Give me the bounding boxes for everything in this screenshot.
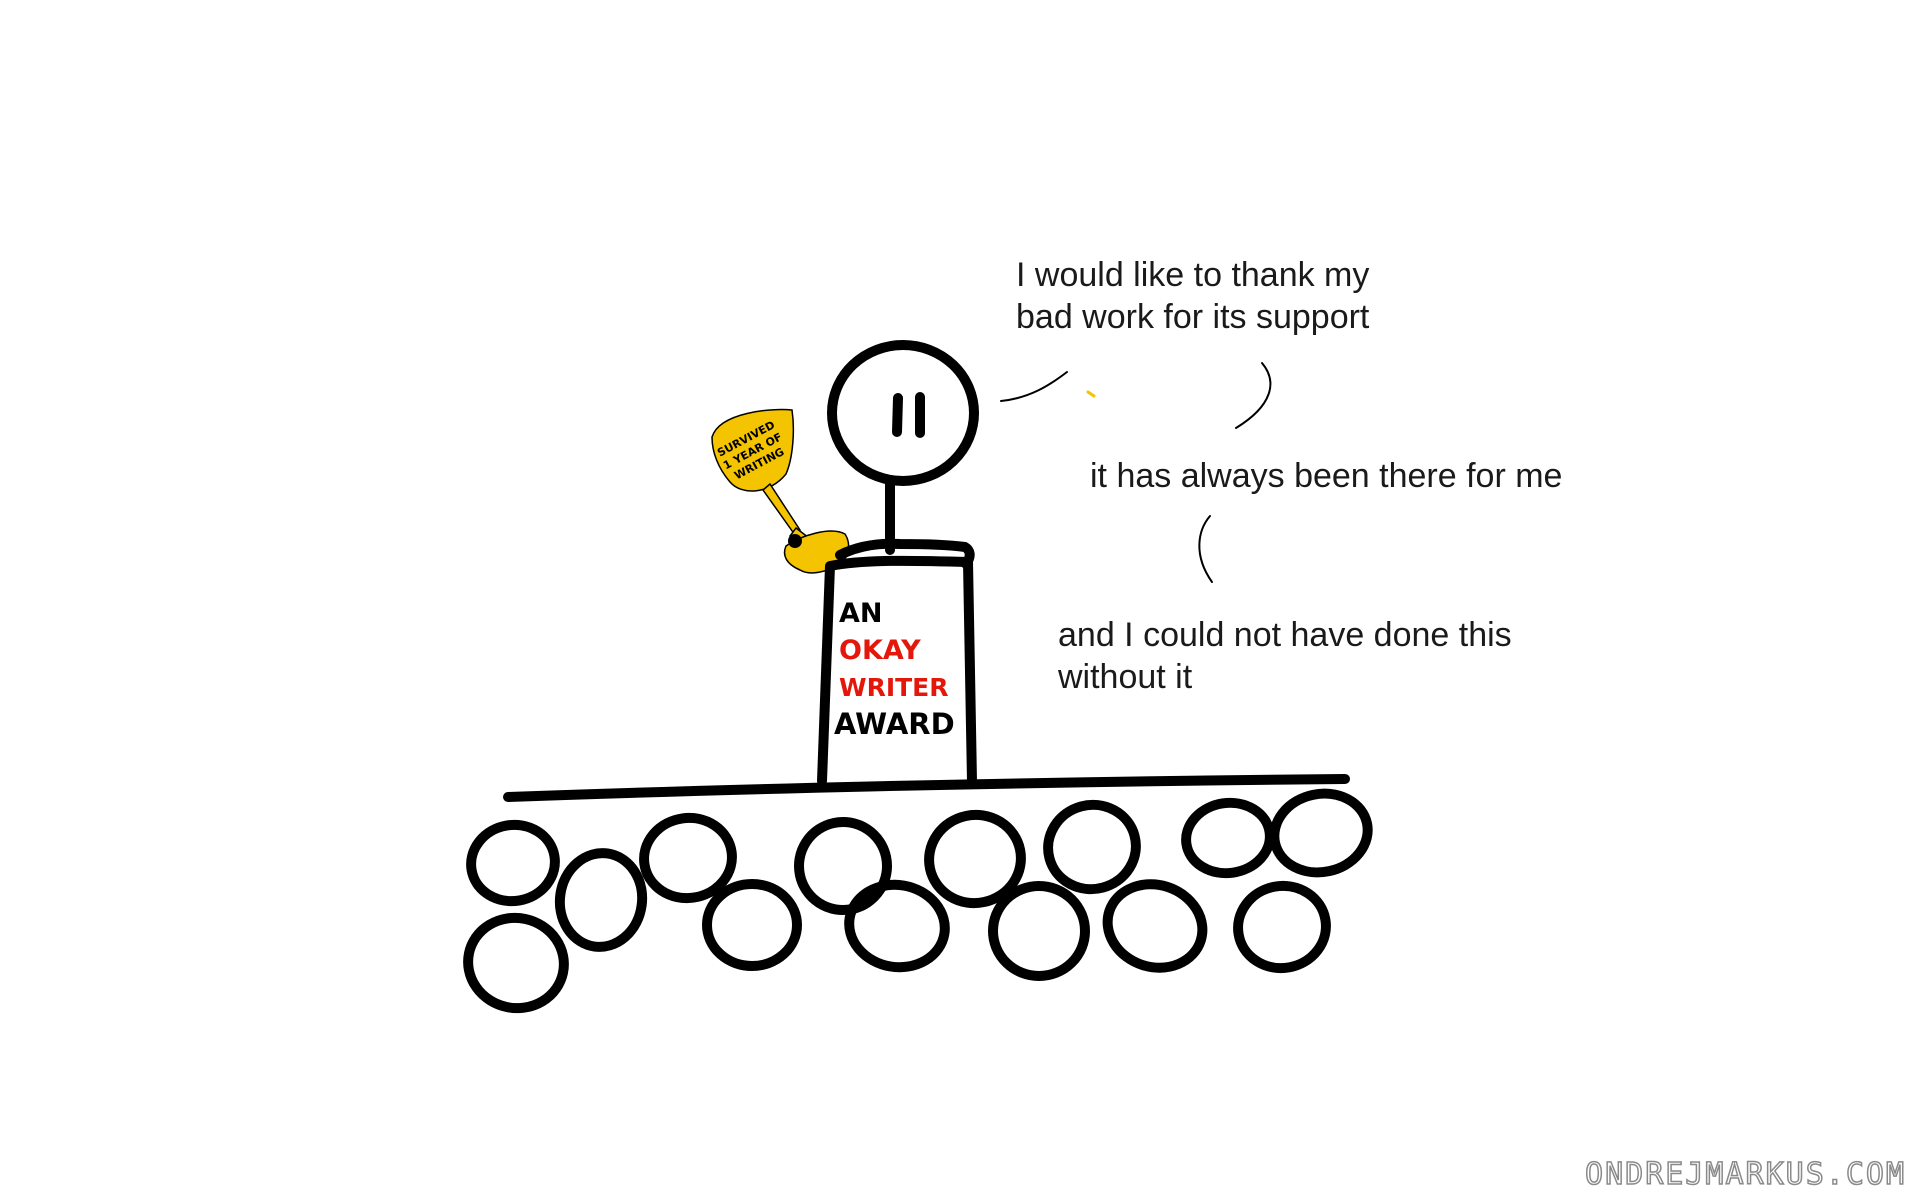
audience-head	[1181, 797, 1275, 879]
audience-head	[1233, 880, 1331, 974]
audience-head	[1043, 799, 1141, 895]
figure-eye-left	[892, 393, 903, 437]
audience-head	[463, 912, 569, 1014]
audience-head	[1269, 788, 1373, 878]
podium-outline	[817, 555, 977, 787]
speech-text-1: I would like to thank my bad work for it…	[1016, 256, 1370, 336]
audience-head	[1102, 879, 1208, 973]
stage-line	[503, 774, 1350, 802]
audience-head	[794, 817, 892, 915]
audience-head	[844, 879, 950, 973]
audience-head	[554, 848, 648, 952]
figure-head	[827, 340, 979, 486]
podium: AN OKAY WRITER AWARD	[817, 555, 977, 787]
trophy: SURVIVED 1 YEAR OF WRITING	[711, 408, 850, 574]
trophy-cup	[711, 408, 795, 492]
speech-text-3: and I could not have done this without i…	[1058, 616, 1512, 696]
podium-text-okay: OKAY	[839, 635, 921, 666]
podium-text-writer: WRITER	[839, 673, 949, 702]
audience	[463, 788, 1373, 1014]
audience-head	[988, 881, 1090, 981]
audience-head	[639, 812, 737, 904]
ink-speck	[1086, 390, 1096, 398]
podium-text-an: AN	[839, 598, 883, 629]
speech-tail-3	[1198, 515, 1213, 583]
audience-head	[702, 879, 802, 971]
trophy-handle	[761, 482, 801, 537]
watermark: ONDREJMARKUS.COM	[1584, 1156, 1906, 1193]
speech-text-2: it has always been there for me	[1090, 457, 1563, 495]
audience-head	[466, 819, 560, 907]
speech-connectors	[1000, 362, 1272, 583]
speech-tail-2	[1235, 362, 1272, 429]
stick-figure	[827, 340, 979, 569]
figure-arms	[835, 538, 975, 569]
podium-text-award: AWARD	[834, 707, 955, 741]
speech-tail-1	[1000, 371, 1068, 402]
hand	[788, 534, 802, 548]
audience-head	[924, 809, 1026, 909]
